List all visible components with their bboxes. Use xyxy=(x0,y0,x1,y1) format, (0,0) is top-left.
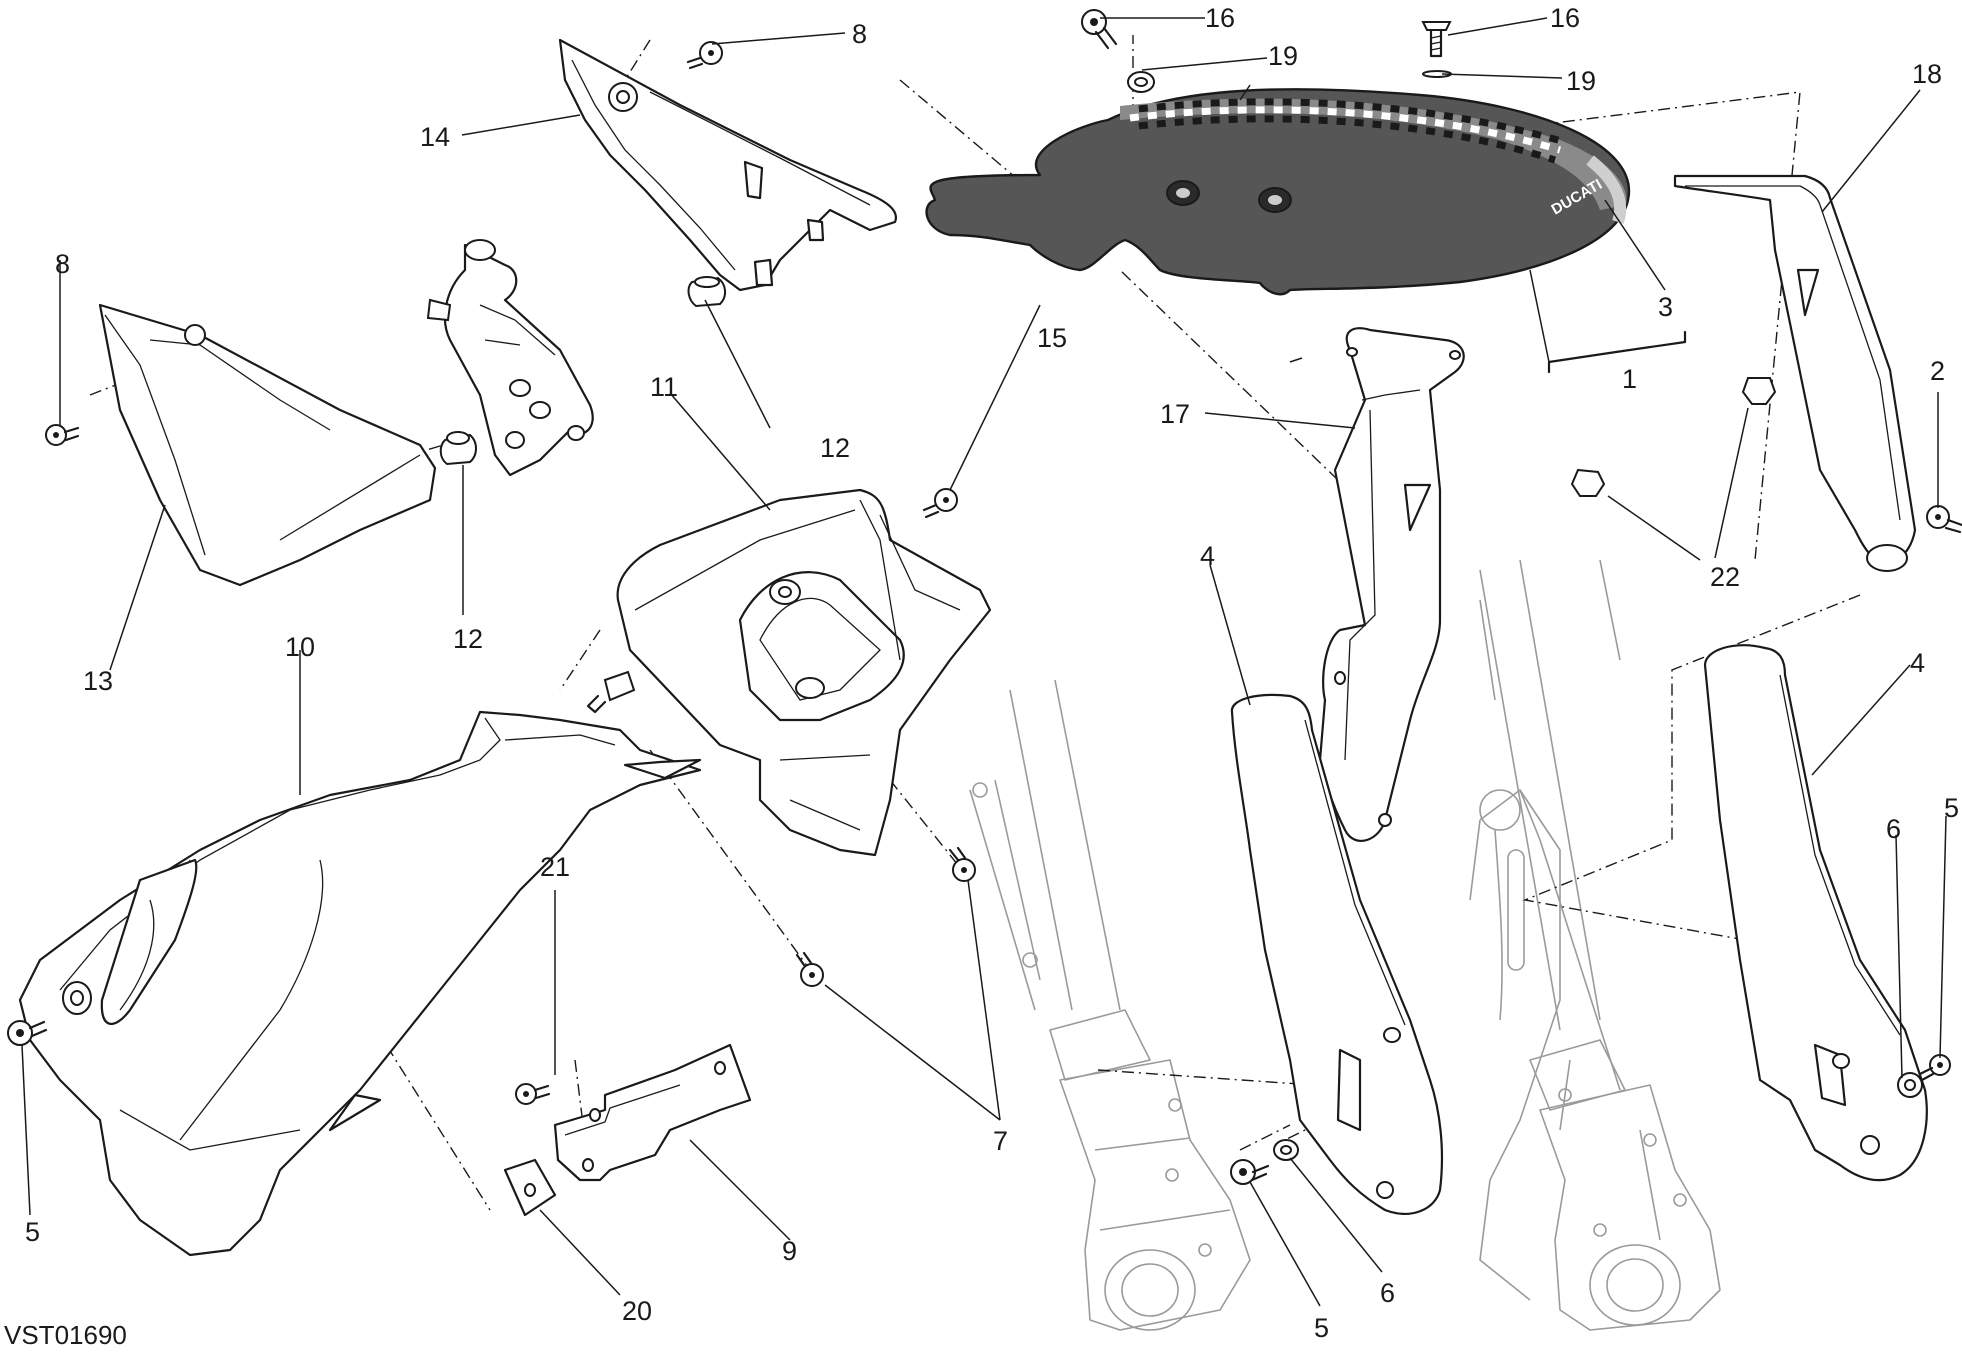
screw-15 xyxy=(922,488,958,519)
nut-22-right xyxy=(1741,377,1777,405)
callout-2: 2 xyxy=(1930,356,1945,386)
front-fork-left xyxy=(969,679,1251,1331)
callout-3: 3 xyxy=(1658,292,1673,322)
callout-12-left: 12 xyxy=(453,624,483,654)
screw-5-left xyxy=(7,1020,48,1046)
callout-21: 21 xyxy=(540,852,570,882)
bracket-17 xyxy=(1318,327,1465,842)
screw-2 xyxy=(1926,505,1962,534)
screw-16-right xyxy=(1421,21,1452,58)
callout-1: 1 xyxy=(1622,364,1637,394)
leader-lines xyxy=(21,17,1947,1307)
washer-6-left-fork xyxy=(1273,1139,1299,1161)
callout-17: 17 xyxy=(1160,399,1190,429)
callout-8-top: 8 xyxy=(852,19,867,49)
cover-14 xyxy=(558,38,898,292)
screw-21 xyxy=(515,1083,551,1105)
callout-4-left: 4 xyxy=(1200,541,1215,571)
callout-5-right: 5 xyxy=(1944,793,1959,823)
front-mudguard: DUCATI xyxy=(925,88,1631,296)
callout-8-left: 8 xyxy=(55,249,70,279)
callout-15: 15 xyxy=(1037,323,1067,353)
callout-7: 7 xyxy=(993,1126,1008,1156)
callout-16-right: 16 xyxy=(1550,3,1580,33)
nut-22-left xyxy=(1570,468,1606,497)
screw-8-top xyxy=(686,41,723,70)
clip-nut-20 xyxy=(503,1158,557,1217)
screw-8-left xyxy=(45,424,80,446)
callout-10: 10 xyxy=(285,632,315,662)
callout-19-right: 19 xyxy=(1566,66,1596,96)
callout-5-left: 5 xyxy=(25,1217,40,1247)
callout-12-top: 12 xyxy=(820,433,850,463)
callout-13: 13 xyxy=(83,666,113,696)
grommet-12-left xyxy=(439,431,477,466)
mounting-bracket-left xyxy=(426,239,594,477)
callout-14: 14 xyxy=(420,122,450,152)
callout-9: 9 xyxy=(782,1236,797,1266)
washer-6-right-fork xyxy=(1897,1072,1923,1098)
washer-19-left xyxy=(1127,71,1155,93)
drawing-code: VST01690 xyxy=(4,1320,127,1350)
brace-1 xyxy=(1529,269,1687,374)
callout-20: 20 xyxy=(622,1296,652,1326)
callout-4-right: 4 xyxy=(1910,648,1925,678)
grommet-12-top xyxy=(687,276,726,308)
callout-6-right: 6 xyxy=(1886,814,1901,844)
screw-5-right-fork xyxy=(1918,1054,1951,1082)
screw-16-left xyxy=(1081,9,1118,50)
fork-guard-4-left xyxy=(1230,693,1444,1215)
screw-7-upper xyxy=(948,846,976,882)
cover-10 xyxy=(18,710,702,1257)
callout-18: 18 xyxy=(1912,59,1942,89)
bracket-9 xyxy=(553,1043,752,1182)
spacer-left xyxy=(586,670,636,714)
screw-5-left-fork xyxy=(1230,1159,1270,1185)
fork-guard-4-right xyxy=(1703,644,1928,1182)
screw-7-lower xyxy=(795,951,824,987)
callout-16-left: 16 xyxy=(1205,3,1235,33)
callout-5-fork: 5 xyxy=(1314,1313,1329,1343)
bracket-18 xyxy=(1673,174,1917,572)
callout-11: 11 xyxy=(650,372,678,402)
callout-labels: 8 14 8 13 12 12 11 15 10 21 7 9 20 5 16 … xyxy=(25,3,1959,1343)
cover-11 xyxy=(616,488,992,857)
callout-22: 22 xyxy=(1710,562,1740,592)
cover-13 xyxy=(98,303,437,587)
callout-19-left: 19 xyxy=(1268,41,1298,71)
callout-6-fork: 6 xyxy=(1380,1278,1395,1308)
front-fork-right xyxy=(1469,559,1721,1331)
